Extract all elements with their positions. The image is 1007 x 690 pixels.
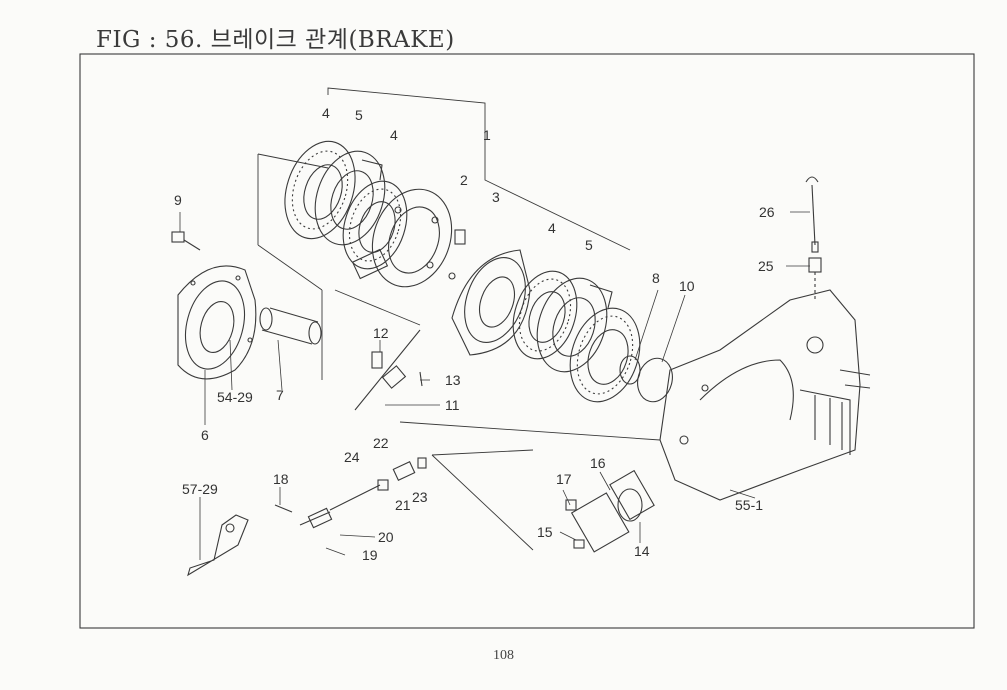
leader-lines bbox=[179, 211, 810, 560]
assembly-bracket bbox=[257, 87, 661, 551]
brake-pedal-57-29 bbox=[187, 514, 249, 577]
cover-plate-6 bbox=[177, 265, 257, 380]
callout-2: 2 bbox=[460, 172, 468, 188]
callout-55-1: 55-1 bbox=[735, 497, 763, 513]
snap-ring-8 bbox=[619, 355, 641, 385]
callout-17: 17 bbox=[556, 471, 572, 487]
callout-5-b: 5 bbox=[585, 237, 593, 253]
friction-disc-4-right bbox=[512, 270, 578, 360]
friction-disc-4-mid bbox=[342, 180, 408, 270]
brake-actuator-14 bbox=[565, 469, 655, 553]
callout-18: 18 bbox=[273, 471, 289, 487]
callout-8: 8 bbox=[652, 270, 660, 286]
callout-10: 10 bbox=[679, 278, 695, 294]
callout-19: 19 bbox=[362, 547, 378, 563]
transmission-case-55-1 bbox=[659, 289, 871, 501]
linkage-rod-24 bbox=[274, 479, 389, 529]
diagram-border bbox=[79, 53, 975, 629]
callout-23: 23 bbox=[412, 489, 428, 505]
callout-21: 21 bbox=[395, 497, 411, 513]
callout-26: 26 bbox=[759, 204, 775, 220]
callout-24: 24 bbox=[344, 449, 360, 465]
callout-3: 3 bbox=[492, 189, 500, 205]
callout-1: 1 bbox=[483, 127, 491, 143]
callout-20: 20 bbox=[378, 529, 394, 545]
turnbuckle-21 bbox=[392, 457, 427, 481]
callout-54-29: 54-29 bbox=[217, 389, 253, 405]
callout-25: 25 bbox=[758, 258, 774, 274]
callout-9: 9 bbox=[174, 192, 182, 208]
pin-13 bbox=[419, 371, 423, 387]
plug-25 bbox=[808, 257, 822, 273]
callout-4-b: 4 bbox=[390, 127, 398, 143]
steel-plate-5-right bbox=[536, 277, 613, 373]
figure-title: FIG : 56. 브레이크 관계(BRAKE) bbox=[96, 27, 455, 53]
dipstick-26 bbox=[805, 176, 819, 253]
bushing-12 bbox=[371, 351, 383, 369]
rod-11 bbox=[354, 329, 421, 411]
callout-15: 15 bbox=[537, 524, 553, 540]
page-number: 108 bbox=[493, 648, 514, 663]
callout-14: 14 bbox=[634, 543, 650, 559]
callout-7: 7 bbox=[276, 387, 284, 403]
callout-11: 11 bbox=[445, 397, 460, 413]
callout-12: 12 bbox=[373, 325, 389, 341]
callout-22: 22 bbox=[373, 435, 389, 451]
bolt-9 bbox=[171, 231, 201, 251]
callout-16: 16 bbox=[590, 455, 606, 471]
callout-4-a: 4 bbox=[322, 105, 330, 121]
o-ring-10 bbox=[637, 357, 673, 403]
brake-housing-top bbox=[351, 188, 466, 288]
callout-6: 6 bbox=[201, 427, 209, 443]
callout-5-a: 5 bbox=[355, 107, 363, 123]
brake-housing-3 bbox=[451, 249, 531, 356]
callout-57-29: 57-29 bbox=[182, 481, 218, 497]
callout-13: 13 bbox=[445, 372, 461, 388]
shaft-7 bbox=[259, 307, 322, 345]
friction-disc-4-far-right bbox=[569, 307, 641, 403]
callout-4-c: 4 bbox=[548, 220, 556, 236]
